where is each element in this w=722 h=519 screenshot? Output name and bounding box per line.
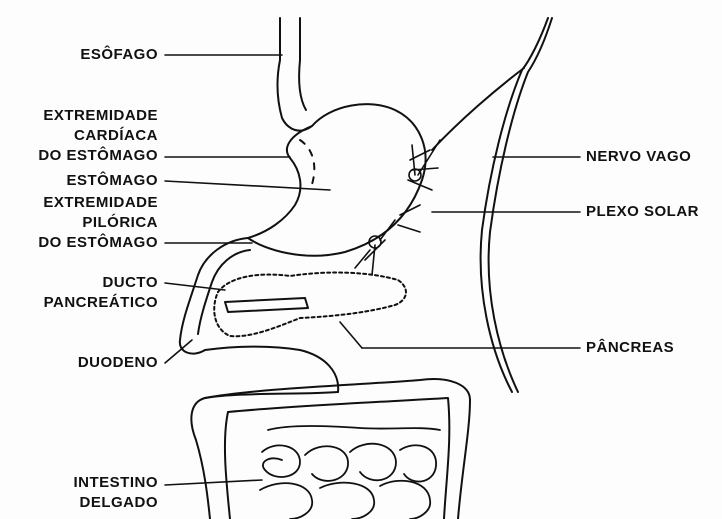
label-intestino-delgado-line2: DELGADO bbox=[30, 493, 158, 513]
label-duodeno: DUODENO bbox=[30, 353, 158, 373]
pancreatic-duct bbox=[225, 298, 308, 312]
label-extremidade-pilorica-line2: PILÓRICA bbox=[8, 213, 158, 233]
label-duodeno-text: DUODENO bbox=[30, 353, 158, 373]
label-ducto-pancreatico: DUCTO PANCREÁTICO bbox=[8, 273, 158, 313]
small-intestine bbox=[260, 426, 440, 519]
label-esofago: ESÔFAGO bbox=[50, 45, 158, 65]
label-pancreas: PÂNCREAS bbox=[586, 338, 716, 358]
label-plexo-solar: PLEXO SOLAR bbox=[586, 202, 716, 222]
label-extremidade-cardiaca-line1: EXTREMIDADE bbox=[8, 106, 158, 126]
solar-plexus bbox=[355, 140, 440, 275]
large-intestine-inner bbox=[228, 398, 449, 519]
label-intestino-delgado: INTESTINO DELGADO bbox=[30, 473, 158, 513]
label-extremidade-cardiaca-line3: DO ESTÔMAGO bbox=[8, 146, 158, 166]
esophagus-inner bbox=[299, 18, 306, 110]
large-intestine-inner-left bbox=[225, 412, 230, 519]
label-extremidade-pilorica-line1: EXTREMIDADE bbox=[8, 193, 158, 213]
label-intestino-delgado-line1: INTESTINO bbox=[30, 473, 158, 493]
label-extremidade-cardiaca-line2: CARDÍACA bbox=[8, 126, 158, 146]
label-estomago-text: ESTÔMAGO bbox=[30, 171, 158, 191]
large-intestine bbox=[191, 392, 338, 519]
label-ducto-pancreatico-line2: PANCREÁTICO bbox=[8, 293, 158, 313]
label-nervo-vago: NERVO VAGO bbox=[586, 147, 716, 167]
label-extremidade-pilorica-line3: DO ESTÔMAGO bbox=[8, 233, 158, 253]
label-ducto-pancreatico-line1: DUCTO bbox=[8, 273, 158, 293]
stomach-fold bbox=[300, 140, 314, 190]
stomach bbox=[248, 104, 426, 256]
esophagus bbox=[278, 18, 312, 131]
vagus-nerve bbox=[481, 18, 548, 392]
vagus-nerve-branch bbox=[432, 68, 524, 150]
duodenum bbox=[180, 238, 338, 392]
pancreas bbox=[214, 273, 406, 337]
label-extremidade-pilorica: EXTREMIDADE PILÓRICA DO ESTÔMAGO bbox=[8, 193, 158, 253]
label-extremidade-cardiaca: EXTREMIDADE CARDÍACA DO ESTÔMAGO bbox=[8, 106, 158, 166]
label-estomago: ESTÔMAGO bbox=[30, 171, 158, 191]
label-nervo-vago-text: NERVO VAGO bbox=[586, 147, 716, 167]
label-esofago-text: ESÔFAGO bbox=[50, 45, 158, 65]
duodenum-inner bbox=[198, 250, 250, 334]
label-plexo-solar-text: PLEXO SOLAR bbox=[586, 202, 716, 222]
label-pancreas-text: PÂNCREAS bbox=[586, 338, 716, 358]
